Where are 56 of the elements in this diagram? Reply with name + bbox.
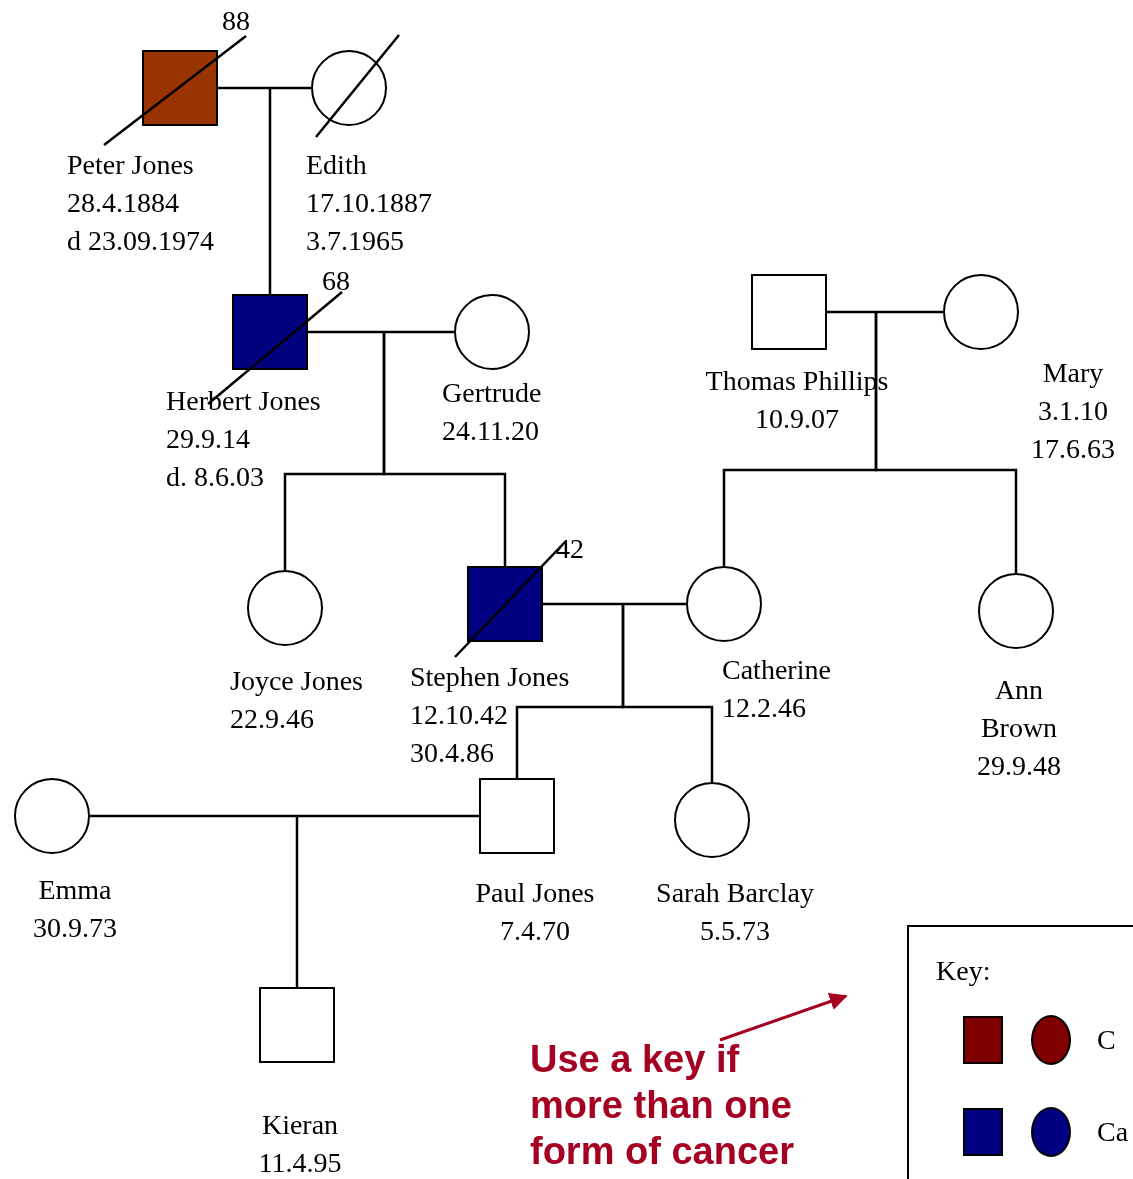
- pedigree-line: [621, 604, 714, 782]
- date-text: 11.4.95: [258, 1146, 342, 1179]
- date-text: 12.2.46: [722, 691, 806, 725]
- date-text: 30.9.73: [33, 911, 117, 945]
- date-text: 22.9.46: [230, 702, 314, 736]
- person-name: Edith: [306, 148, 367, 182]
- person-name: Catherine: [722, 653, 831, 687]
- male-square: [479, 778, 555, 854]
- note-text: Use a key if more than one form of cancer: [530, 1036, 830, 1174]
- date-text: 10.9.07: [755, 402, 839, 436]
- person-name: Joyce Jones: [230, 664, 363, 698]
- person-name: Ann Brown: [979, 673, 1059, 745]
- date-text: 29.9.48: [977, 749, 1061, 783]
- legend-text: C: [1097, 1024, 1116, 1056]
- date-text: 5.5.73: [700, 914, 770, 948]
- person-name: Stephen Jones: [410, 660, 570, 694]
- date-text: 17.6.63: [1031, 432, 1115, 466]
- male-square: [142, 50, 218, 126]
- date-text: 3.7.1965: [306, 224, 404, 258]
- pedigree-line: [543, 602, 686, 606]
- key-title: Key:: [936, 955, 991, 987]
- person-name: Mary: [1042, 356, 1104, 390]
- date-text: d. 8.6.03: [166, 460, 264, 494]
- date-text: 12.10.42: [410, 698, 508, 732]
- date-text: 17.10.1887: [306, 186, 432, 220]
- age-at-death: 88: [222, 6, 250, 36]
- male-square: [467, 566, 543, 642]
- pedigree-line: [827, 310, 943, 314]
- pedigree-line: [308, 330, 454, 334]
- date-text: 24.11.20: [442, 414, 539, 448]
- date-text: d 23.09.1974: [67, 224, 214, 258]
- male-square: [232, 294, 308, 370]
- person-name: Sarah Barclay: [656, 876, 814, 910]
- person-name: Paul Jones: [475, 876, 595, 910]
- age-at-death: 68: [322, 266, 350, 296]
- male-square: [751, 274, 827, 350]
- arrow: [719, 992, 848, 1042]
- date-text: 3.1.10: [1038, 394, 1108, 428]
- pedigree-line: [90, 814, 479, 818]
- date-text: 7.4.70: [500, 914, 570, 948]
- date-text: 29.9.14: [166, 422, 250, 456]
- pedigree-line: [268, 88, 272, 294]
- person-name: Kieran: [261, 1108, 339, 1142]
- pedigree-line: [295, 816, 299, 987]
- pedigree-line: [382, 332, 507, 566]
- person-name: Peter Jones: [67, 148, 194, 182]
- legend-text: Ca: [1097, 1116, 1129, 1148]
- female-circle: [311, 50, 387, 126]
- date-text: 30.4.86: [410, 736, 494, 770]
- person-name: Gertrude: [442, 376, 542, 410]
- male-square: [259, 987, 335, 1063]
- date-text: 28.4.1884: [67, 186, 179, 220]
- pedigree-line: [874, 312, 1018, 573]
- person-name: Emma: [38, 873, 112, 907]
- pedigree-line: [218, 86, 311, 90]
- person-name: Herbert Jones: [166, 384, 321, 418]
